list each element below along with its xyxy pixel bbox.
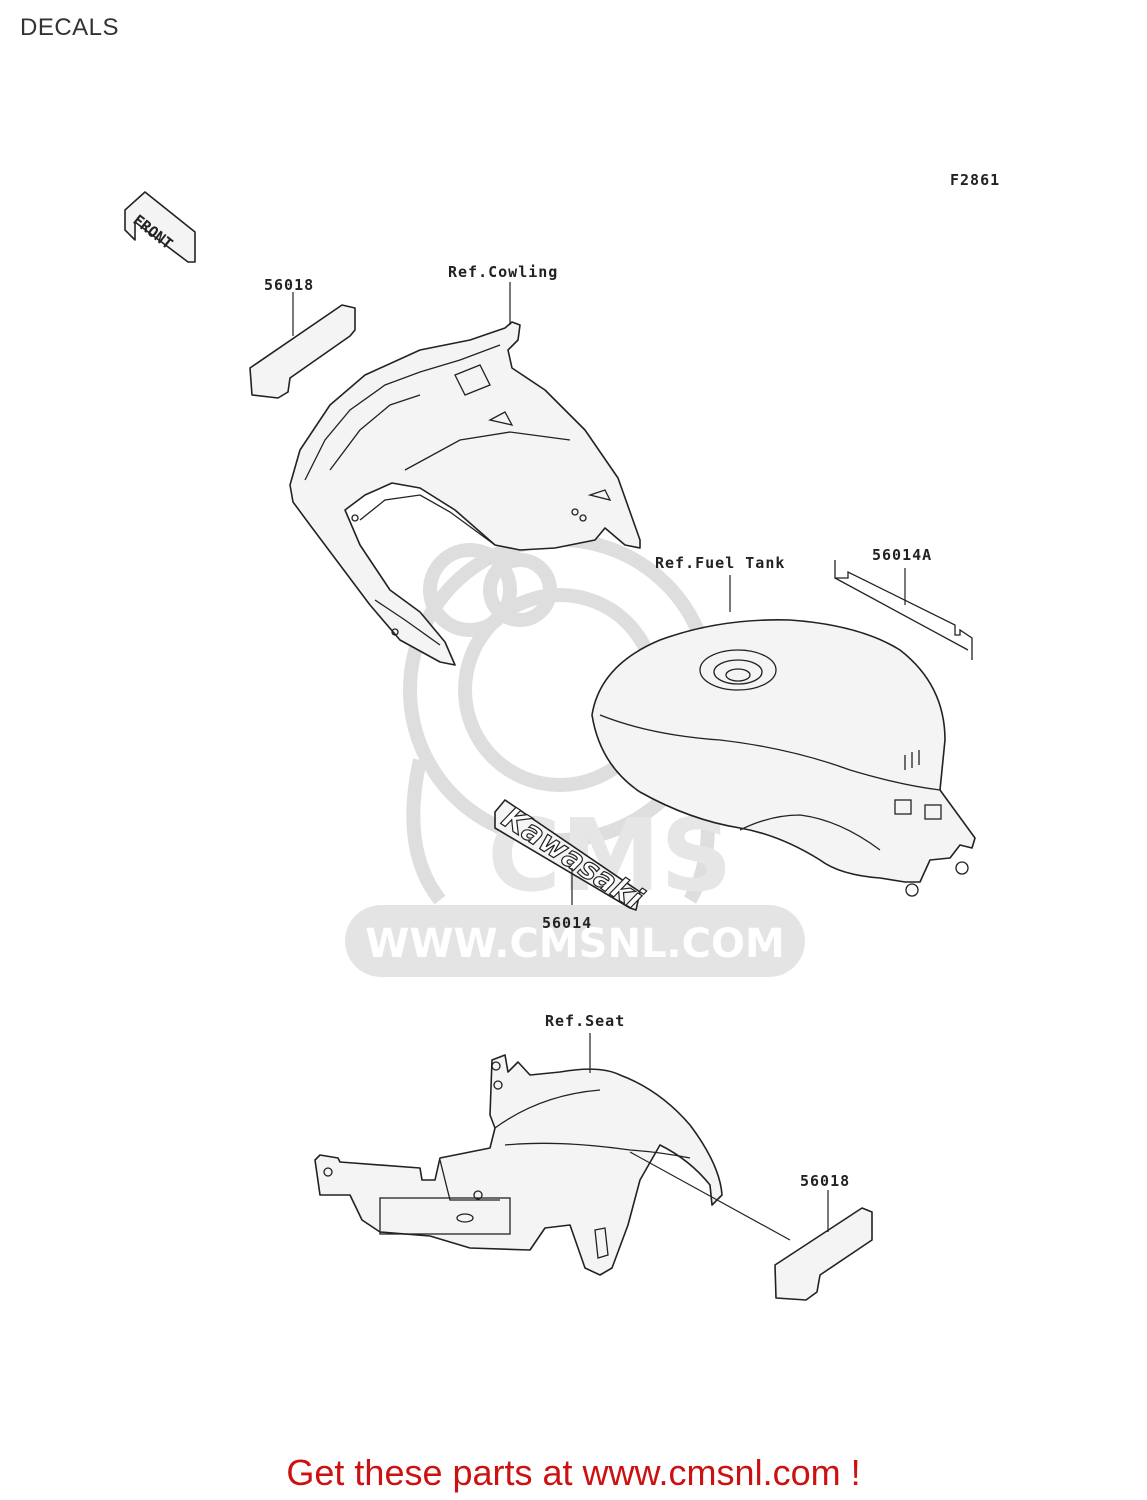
part-number-decal-seat: 56018	[800, 1172, 850, 1190]
decal-seat	[629, 1151, 873, 1301]
front-arrow-icon: FRONT	[124, 191, 196, 263]
ref-label-seat: Ref.Seat	[545, 1012, 625, 1030]
part-number-decal-kawasaki: 56014	[542, 914, 592, 932]
ref-label-cowling: Ref.Cowling	[448, 263, 558, 281]
decal-top	[249, 292, 356, 399]
part-number-decal-tank-strip: 56014A	[872, 546, 932, 564]
fuel-tank-part	[591, 575, 976, 897]
watermark: WWW.CMSNL.COM CMS	[345, 533, 805, 977]
seat-part	[314, 1033, 723, 1276]
watermark-url: WWW.CMSNL.COM	[365, 921, 785, 967]
decal-tank-strip	[834, 560, 973, 660]
cowling-part	[289, 282, 641, 666]
ref-label-fuel-tank: Ref.Fuel Tank	[655, 554, 785, 572]
footer-link[interactable]: Get these parts at www.cmsnl.com !	[286, 1452, 861, 1493]
page-title: DECALS	[20, 14, 120, 41]
figure-code: F2861	[950, 171, 1000, 189]
part-number-decal-top: 56018	[264, 276, 314, 294]
